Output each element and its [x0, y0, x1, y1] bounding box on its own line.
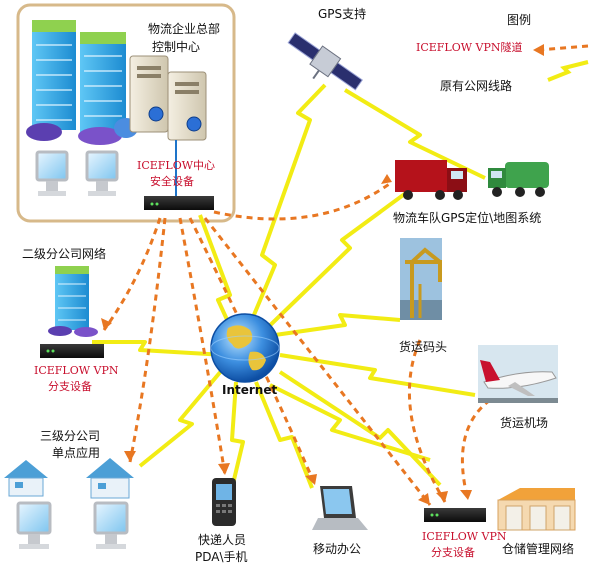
vpn-tunnel-fleet — [213, 180, 393, 221]
branch2-building-icon — [48, 266, 98, 337]
branch3-title-line2: 单点应用 — [52, 445, 100, 460]
fleet-label: 物流车队GPS定位\地图系统 — [393, 210, 541, 225]
hq-building-icon — [26, 20, 138, 145]
public-line-mobile — [254, 381, 314, 489]
vpn-tunnel-airport — [460, 398, 491, 501]
warehouse-device-icon — [424, 508, 486, 522]
hq-title-line1: 物流企业总部 — [148, 21, 220, 36]
branch2-device-line2: 分支设备 — [48, 379, 92, 393]
hq-monitor-icon — [35, 150, 119, 196]
vpn-tunnel-courier — [178, 217, 227, 476]
satellite-icon — [287, 32, 363, 91]
hq-security-device-icon — [144, 140, 214, 210]
public-line-warehouse — [278, 370, 442, 487]
public-line-fleet — [258, 188, 412, 337]
pda-icon — [212, 478, 236, 526]
branch2-title: 二级分公司网络 — [22, 246, 106, 261]
vpn-tunnel-branch2 — [102, 217, 162, 331]
vpn-tunnels — [102, 180, 491, 506]
legend-public-label: 原有公网线路 — [440, 78, 512, 93]
public-lines — [92, 83, 486, 489]
legend-vpn-label: ICEFLOW VPN隧道 — [416, 40, 523, 54]
legend-vpn-swatch — [537, 44, 589, 52]
internet-label: Internet — [222, 383, 277, 397]
airport-label: 货运机场 — [500, 415, 548, 430]
legend-public-swatch — [547, 60, 589, 82]
public-line-sat-fleet — [343, 88, 486, 180]
hq-panel: 物流企业总部 控制中心 ICEFLOW中心 安全设备 — [16, 3, 236, 223]
hq-device-line1: ICEFLOW中心 — [137, 159, 215, 172]
branch2-device-line1: ICEFLOW VPN — [34, 364, 119, 377]
warehouse-label: 仓储管理网络 — [502, 541, 574, 556]
warehouse-device-line2: 分支设备 — [431, 545, 475, 559]
public-line-branch3 — [138, 368, 224, 468]
globe-icon — [210, 313, 280, 383]
warehouse-icon — [497, 488, 576, 531]
public-line-airport — [279, 353, 476, 397]
port-label: 货运码头 — [399, 339, 447, 354]
branch3-title-line1: 三级分公司 — [40, 429, 100, 443]
airplane-icon — [478, 345, 558, 403]
public-line-gps — [238, 83, 327, 349]
public-line-warehouse2 — [269, 383, 431, 462]
warehouse-device-line1: ICEFLOW VPN — [422, 530, 507, 543]
public-line-branch2 — [92, 340, 226, 357]
legend: 图例 ICEFLOW VPN隧道 原有公网线路 — [416, 13, 589, 93]
vpn-tunnel-mobile — [188, 217, 317, 486]
vpn-arrowheads — [101, 174, 472, 505]
legend-title: 图例 — [507, 13, 531, 27]
vpn-tunnel-warehouse — [203, 217, 432, 506]
hq-server-icon — [129, 55, 207, 141]
mobile-label: 移动办公 — [313, 541, 361, 556]
gps-label: GPS支持 — [318, 6, 366, 21]
hq-device-line2: 安全设备 — [150, 174, 194, 188]
vpn-tunnel-port — [407, 339, 447, 503]
laptop-icon — [312, 486, 368, 530]
branch3-monitor-icon — [16, 501, 129, 549]
hq-title-line2: 控制中心 — [152, 39, 200, 54]
courier-line1: 快递人员 — [198, 533, 246, 547]
public-line-port — [274, 313, 401, 337]
house-icon — [4, 458, 134, 499]
crane-icon — [400, 238, 442, 320]
branch2-device-icon — [40, 344, 104, 358]
public-line-courier — [230, 381, 245, 489]
truck-icon — [395, 160, 549, 200]
vpn-tunnel-branch3 — [128, 217, 167, 463]
courier-line2: PDA\手机 — [195, 550, 248, 564]
